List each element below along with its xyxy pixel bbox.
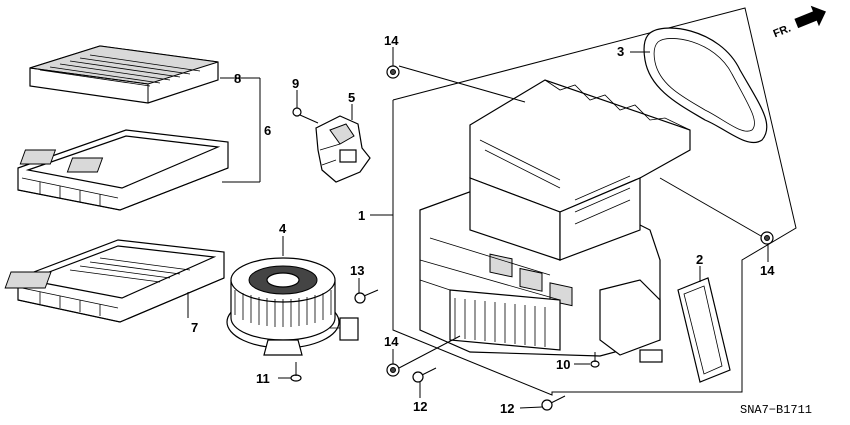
callout-14-upper: 14 [384, 33, 399, 48]
front-arrow-icon [794, 5, 826, 29]
seal-2-part [677, 277, 731, 383]
callout-9: 9 [292, 76, 299, 91]
grommet-14-right-part [760, 231, 774, 245]
callout-12-left: 12 [413, 399, 427, 414]
screw-10-part [590, 352, 600, 368]
seal-3-part [643, 27, 768, 144]
grommet-14-upper-part [386, 65, 400, 79]
callout-3: 3 [617, 44, 624, 59]
callout-6: 6 [264, 123, 271, 138]
screw-13-part [354, 289, 379, 304]
callout-12-right: 12 [500, 401, 514, 416]
blower-unit-housing-part [419, 79, 691, 363]
blower-motor-part [226, 257, 359, 356]
callout-14-lower: 14 [384, 334, 399, 349]
filter-frame-upper-part [17, 129, 229, 211]
callout-11: 11 [256, 371, 270, 386]
callout-14-right: 14 [760, 263, 775, 278]
screw-12-left-part [412, 367, 437, 383]
callout-13: 13 [350, 263, 364, 278]
screw-9-part [292, 107, 319, 124]
callout-10: 10 [556, 357, 570, 372]
filter-element-part [29, 45, 219, 104]
front-direction-label: FR. [772, 23, 793, 41]
callout-7: 7 [191, 320, 198, 335]
screw-11-part [290, 362, 302, 382]
callout-4: 4 [279, 221, 287, 236]
recirculation-motor-part [315, 115, 371, 183]
screw-12-right-part [541, 395, 566, 411]
callout-1: 1 [358, 208, 365, 223]
callout-5: 5 [348, 90, 355, 105]
leader-lines [187, 47, 769, 409]
callout-2: 2 [696, 252, 703, 267]
assembly-boundary [392, 7, 797, 396]
callout-8: 8 [234, 71, 241, 86]
diagram-code: SNA7−B1711 [740, 403, 812, 417]
grommet-14-lower-part [386, 363, 400, 377]
filter-frame-lower-part [4, 239, 225, 323]
front-direction-indicator: FR. [772, 5, 826, 41]
